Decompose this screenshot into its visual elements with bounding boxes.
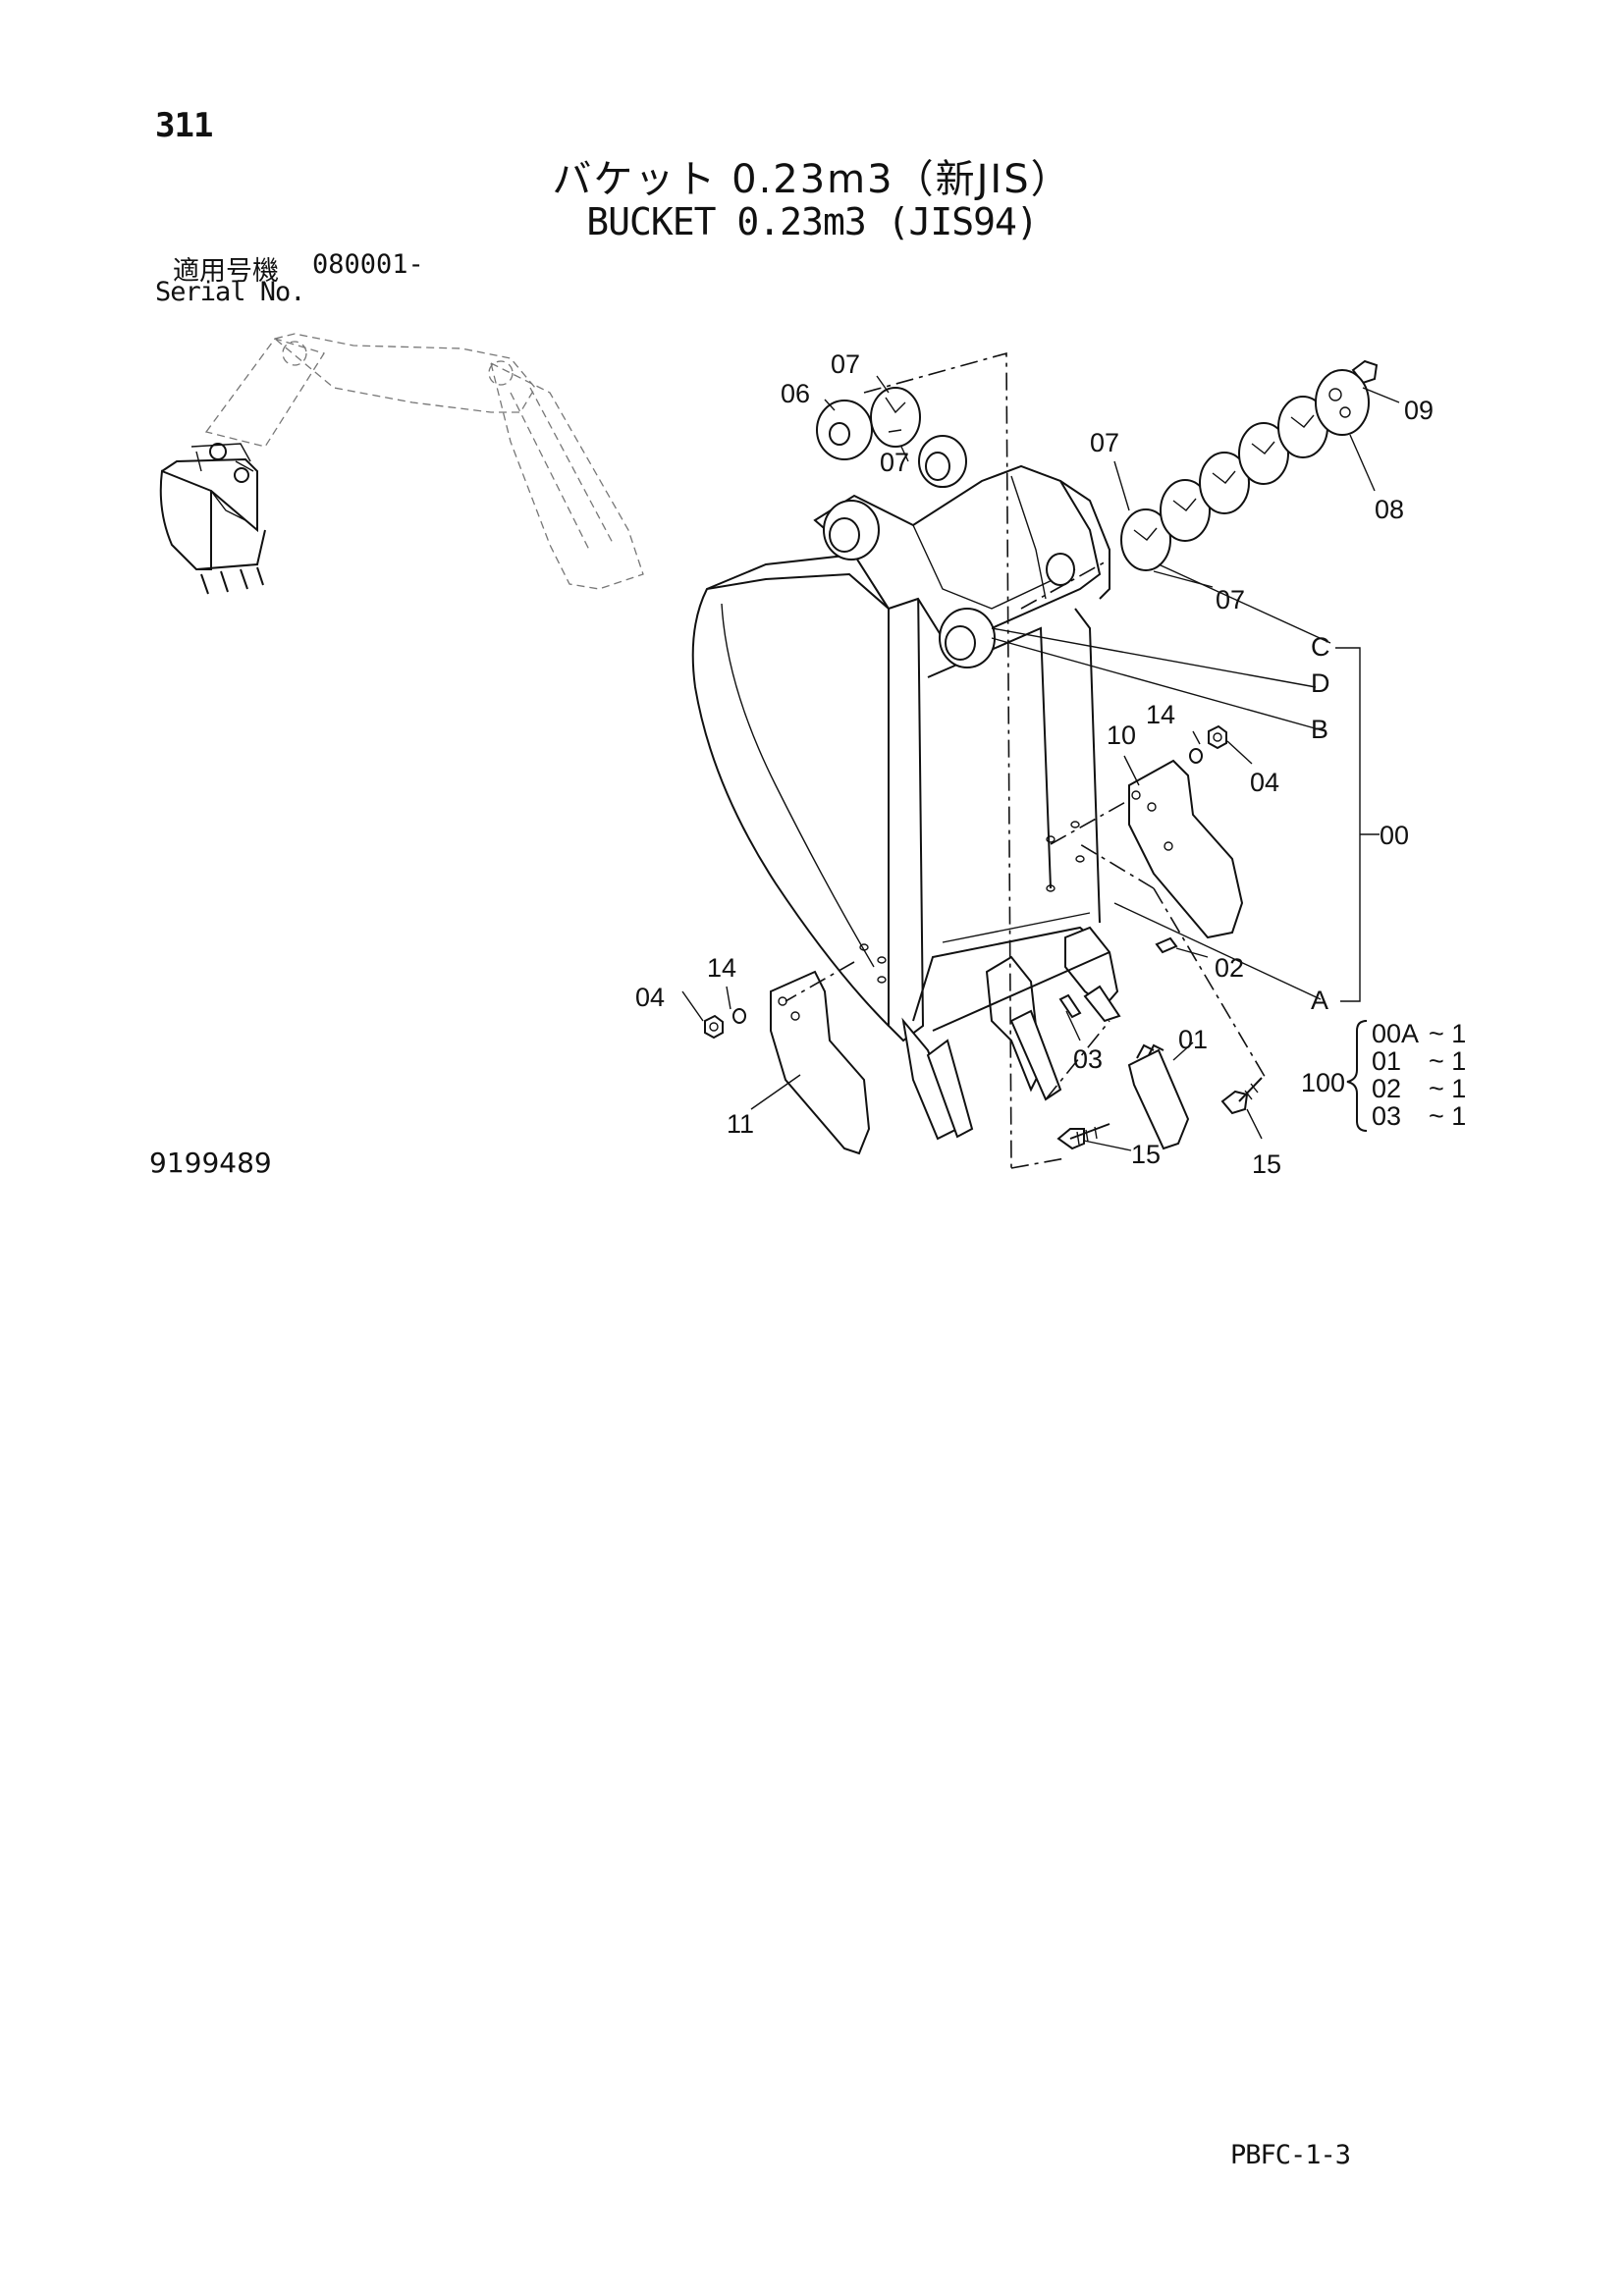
excavator-arm-thumbnail xyxy=(159,333,644,595)
callout-06-label: 07 xyxy=(831,349,860,379)
callout-08: 08 xyxy=(1375,495,1404,524)
callout-01: 01 xyxy=(1178,1025,1208,1054)
assembly-item-part: 01 xyxy=(1372,1046,1401,1076)
callout-06: 06 xyxy=(781,379,810,408)
callout-07-right-top: 07 xyxy=(1090,428,1119,457)
bucket-body xyxy=(691,435,1110,1042)
assembly-label: 100 xyxy=(1301,1068,1345,1097)
callout-07-mid: 07 xyxy=(880,448,909,477)
shims-and-collar xyxy=(816,369,1370,571)
assembly-item-qty: ~ 1 xyxy=(1429,1019,1466,1048)
callout-04-right: 04 xyxy=(1250,768,1279,797)
callout-labels: 07 06 07 07 07 09 08 C D B A 10 14 04 00… xyxy=(635,349,1434,1179)
title-english: BUCKET 0.23m3 (JIS94) xyxy=(586,200,1038,243)
assembly-bracket xyxy=(1346,1020,1368,1132)
teeth-and-adapters xyxy=(901,926,1190,1150)
callout-07-right-bottom: 07 xyxy=(1216,585,1245,614)
fasteners xyxy=(704,359,1379,1150)
callout-14-left: 14 xyxy=(707,953,736,983)
assembly-item-part: 02 xyxy=(1372,1074,1401,1103)
side-cutter-right xyxy=(1050,759,1244,939)
page-number: 311 xyxy=(155,106,213,145)
callout-00: 00 xyxy=(1380,821,1409,850)
centerlines xyxy=(863,351,1268,1169)
callout-ref-b: B xyxy=(1311,715,1328,744)
serial-label-english: Serial No. xyxy=(155,277,306,307)
callout-11: 11 xyxy=(727,1109,754,1139)
callout-15-left: 15 xyxy=(1131,1140,1161,1169)
title-japanese: バケット 0.23m3（新JIS） xyxy=(552,157,1072,202)
callout-02: 02 xyxy=(1215,953,1244,983)
callout-ref-c: C xyxy=(1311,632,1330,662)
assembly-item-part: 00A xyxy=(1372,1019,1419,1048)
pin-bosses xyxy=(823,435,1075,668)
callout-09: 09 xyxy=(1404,396,1434,425)
assembly-breakdown: 100 00A ~ 1 01 ~ 1 02 ~ 1 03 ~ 1 xyxy=(1301,1019,1466,1131)
serial-number-value: 080001- xyxy=(312,249,424,280)
assembly-item-part: 03 xyxy=(1372,1101,1401,1131)
bolt-holes xyxy=(859,821,1085,984)
assembly-item-qty: ~ 1 xyxy=(1429,1101,1466,1131)
leader-lines xyxy=(681,375,1400,1151)
callout-04-left: 04 xyxy=(635,983,665,1012)
callout-03: 03 xyxy=(1073,1044,1103,1074)
callout-10: 10 xyxy=(1107,721,1136,750)
assembly-item-qty: ~ 1 xyxy=(1429,1046,1466,1076)
drawing-number: 9199489 xyxy=(149,1147,272,1179)
serial-label-japanese: 適用号機 xyxy=(173,256,279,287)
callout-15-right: 15 xyxy=(1252,1149,1281,1179)
callout-14-right: 14 xyxy=(1146,700,1175,729)
callout-ref-d: D xyxy=(1311,668,1330,698)
side-cutter-left xyxy=(770,961,871,1155)
page-code: PBFC-1-3 xyxy=(1230,2140,1351,2170)
assembly-item-qty: ~ 1 xyxy=(1429,1074,1466,1103)
callout-ref-a: A xyxy=(1311,986,1328,1015)
